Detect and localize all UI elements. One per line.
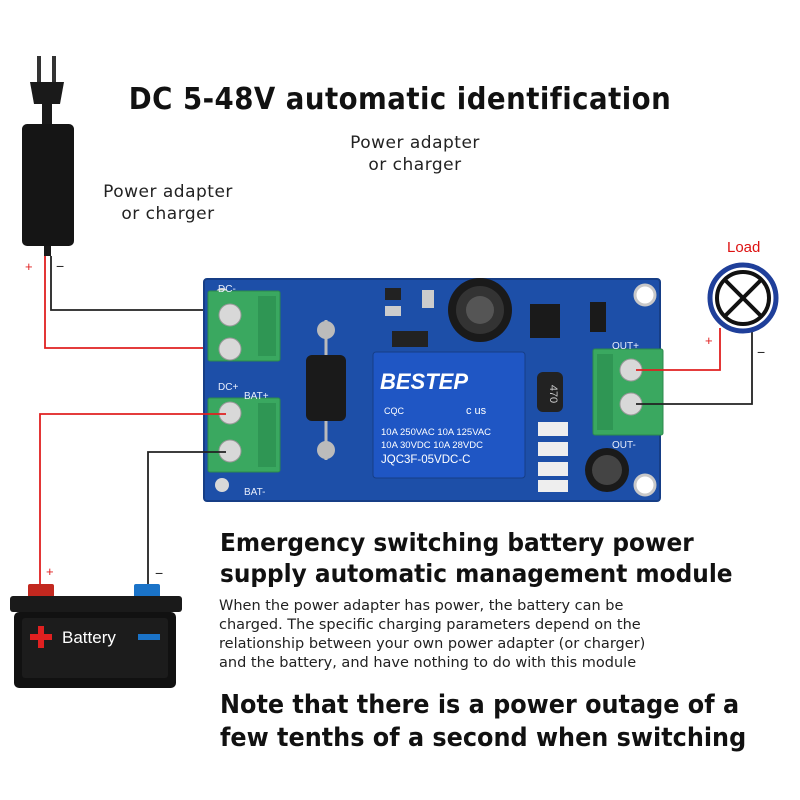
adapter-caption-left-line2: or charger	[121, 204, 215, 224]
load-label: Load	[727, 239, 760, 256]
terminal-input	[207, 290, 281, 362]
module-heading-line1: Emergency switching battery power	[220, 528, 694, 557]
description: When the power adapter has power, the ba…	[219, 597, 645, 673]
relay-rating-1: 10A 250VAC 10A 125VAC	[381, 427, 491, 438]
load-lamp-icon	[707, 262, 779, 334]
description-line2: charged. The specific charging parameter…	[219, 617, 641, 633]
label-out-minus: OUT-	[612, 440, 636, 451]
description-line1: When the power adapter has power, the ba…	[219, 598, 624, 614]
adapter-plus-sign: +	[25, 259, 33, 274]
load-plus-sign: +	[705, 333, 713, 348]
label-dc-plus: DC+	[218, 382, 238, 393]
relay-model: JQC3F-05VDC-C	[381, 454, 470, 466]
label-out-plus: OUT+	[612, 341, 639, 352]
adapter-caption-left: Power adapter or charger	[68, 181, 268, 225]
module-heading-line2: supply automatic management module	[220, 559, 733, 588]
description-line4: and the battery, and have nothing to do …	[219, 655, 637, 671]
battery-icon	[10, 584, 182, 688]
label-bat-plus: BAT+	[244, 391, 269, 402]
description-line3: relationship between your own power adap…	[219, 636, 646, 652]
load-wires	[636, 328, 753, 405]
pcb-board: 470 BESTEP CQC c us 10A 250VAC 10A 125VA…	[203, 278, 664, 502]
choke-inductor	[306, 320, 346, 460]
switching-note-line1: Note that there is a power outage of a	[220, 690, 740, 720]
adapter-caption-center-line2: or charger	[368, 155, 462, 175]
load-minus-sign: −	[757, 344, 765, 360]
switching-note: Note that there is a power outage of a f…	[220, 689, 746, 755]
relay-cert: CQC	[384, 406, 405, 416]
adapter-caption-center-line1: Power adapter	[350, 133, 480, 153]
module-heading: Emergency switching battery power supply…	[220, 527, 733, 589]
adapter-minus-sign: −	[56, 258, 64, 274]
battery-minus-wire-sign: −	[155, 565, 163, 581]
power-adapter-icon	[22, 56, 74, 256]
adapter-caption-left-line1: Power adapter	[103, 182, 233, 202]
relay: BESTEP CQC c us 10A 250VAC 10A 125VAC 10…	[372, 351, 526, 479]
electrolytic-capacitor	[448, 278, 512, 342]
relay-brand: BESTEP	[380, 369, 468, 394]
switching-note-line2: few tenths of a second when switching	[220, 723, 747, 753]
relay-cert2: c us	[466, 405, 487, 417]
adapter-wires	[44, 256, 222, 349]
page-title: DC 5-48V automatic identification	[128, 82, 672, 117]
relay-rating-2: 10A 30VDC 10A 28VDC	[381, 440, 483, 451]
battery-plus-wire-sign: +	[46, 564, 54, 579]
terminal-output	[592, 348, 664, 436]
battery-wires	[39, 413, 226, 584]
battery-label: Battery	[62, 628, 116, 647]
label-bat-minus: BAT-	[244, 487, 265, 498]
terminal-battery	[207, 397, 281, 473]
inductor-label: 470	[547, 385, 559, 403]
label-dc-minus: DC-	[218, 284, 236, 295]
adapter-caption-center: Power adapter or charger	[315, 132, 515, 176]
